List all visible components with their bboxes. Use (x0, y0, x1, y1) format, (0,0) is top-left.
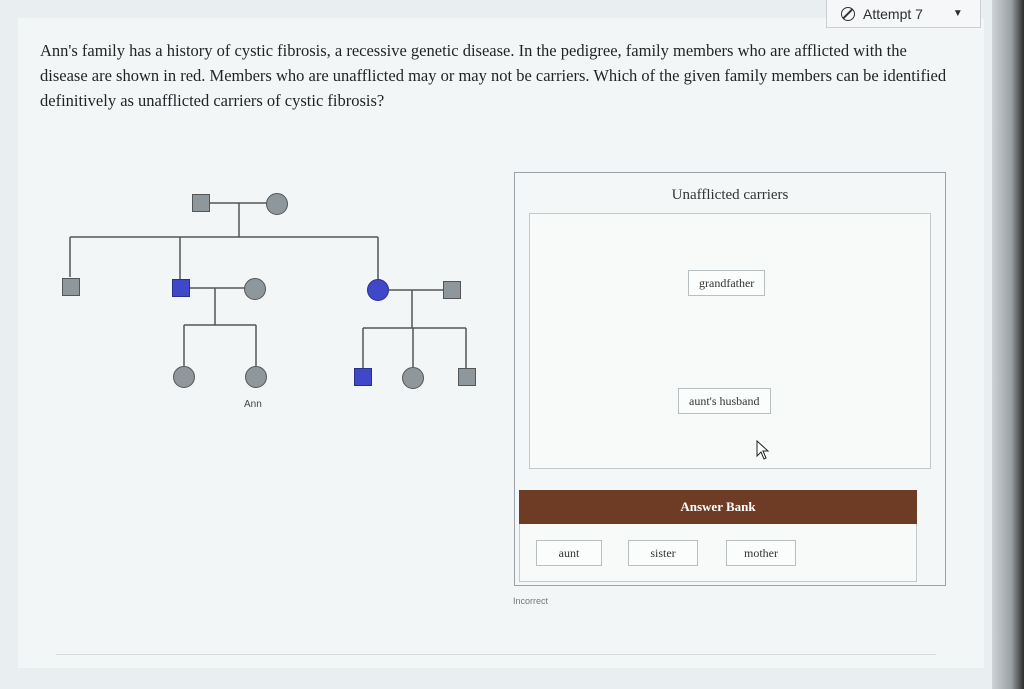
mouse-pointer-icon (756, 440, 770, 460)
no-entry-icon (841, 6, 855, 21)
chevron-down-icon: ▼ (952, 8, 963, 19)
aunt-symbol (367, 279, 389, 301)
cousin-2-symbol (402, 367, 424, 389)
attempt-label: Attempt 7 (863, 5, 923, 22)
cousin-3-symbol (458, 368, 476, 386)
grandmother-symbol (266, 193, 288, 215)
father-symbol (172, 279, 190, 297)
question-text: Ann's family has a history of cystic fib… (40, 41, 947, 110)
bank-chip-aunt[interactable]: aunt (536, 540, 602, 566)
bank-chip-mother[interactable]: mother (726, 540, 796, 566)
sister-symbol (173, 366, 195, 388)
divider (56, 654, 936, 655)
answer-bank[interactable]: aunt sister mother (519, 524, 917, 582)
aunt-husband-symbol (443, 281, 461, 299)
uncle-symbol (62, 278, 80, 296)
answer-panel: Unafflicted carriers grandfather aunt's … (514, 172, 946, 586)
pedigree-lines (69, 202, 467, 368)
unafflicted-carriers-dropzone[interactable]: grandfather aunt's husband (529, 213, 931, 469)
ann-symbol (245, 366, 267, 388)
screen-edge (992, 0, 1024, 689)
bank-chip-sister[interactable]: sister (628, 540, 698, 566)
attempt-dropdown[interactable]: Attempt 7 ▼ (826, 0, 981, 28)
pedigree-chart: Ann (60, 180, 490, 420)
cousin-1-symbol (354, 368, 372, 386)
answer-chip-grandfather[interactable]: grandfather (688, 270, 766, 296)
ann-label: Ann (244, 399, 262, 410)
grandfather-symbol (192, 194, 210, 212)
dropzone-title: Unafflicted carriers (671, 187, 789, 203)
mother-symbol (244, 278, 266, 300)
result-status: Incorrect (513, 596, 549, 606)
answer-bank-header: Answer Bank (519, 490, 917, 524)
answer-chip-aunts-husband[interactable]: aunt's husband (678, 388, 771, 414)
